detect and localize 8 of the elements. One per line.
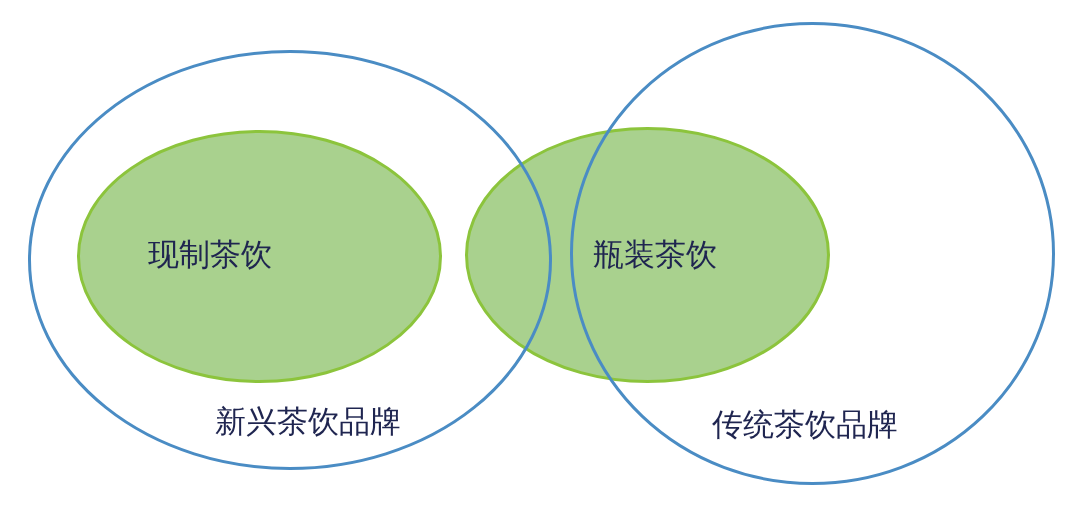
set-label: 传统茶饮品牌 xyxy=(712,405,898,444)
set-ellipse xyxy=(28,50,552,470)
set-label: 现制茶饮 xyxy=(148,235,272,274)
set-ellipse xyxy=(465,127,830,383)
set-label: 新兴茶饮品牌 xyxy=(215,402,401,441)
set-ellipse xyxy=(570,22,1055,485)
set-ellipse xyxy=(77,130,442,383)
set-label: 瓶装茶饮 xyxy=(593,235,717,274)
